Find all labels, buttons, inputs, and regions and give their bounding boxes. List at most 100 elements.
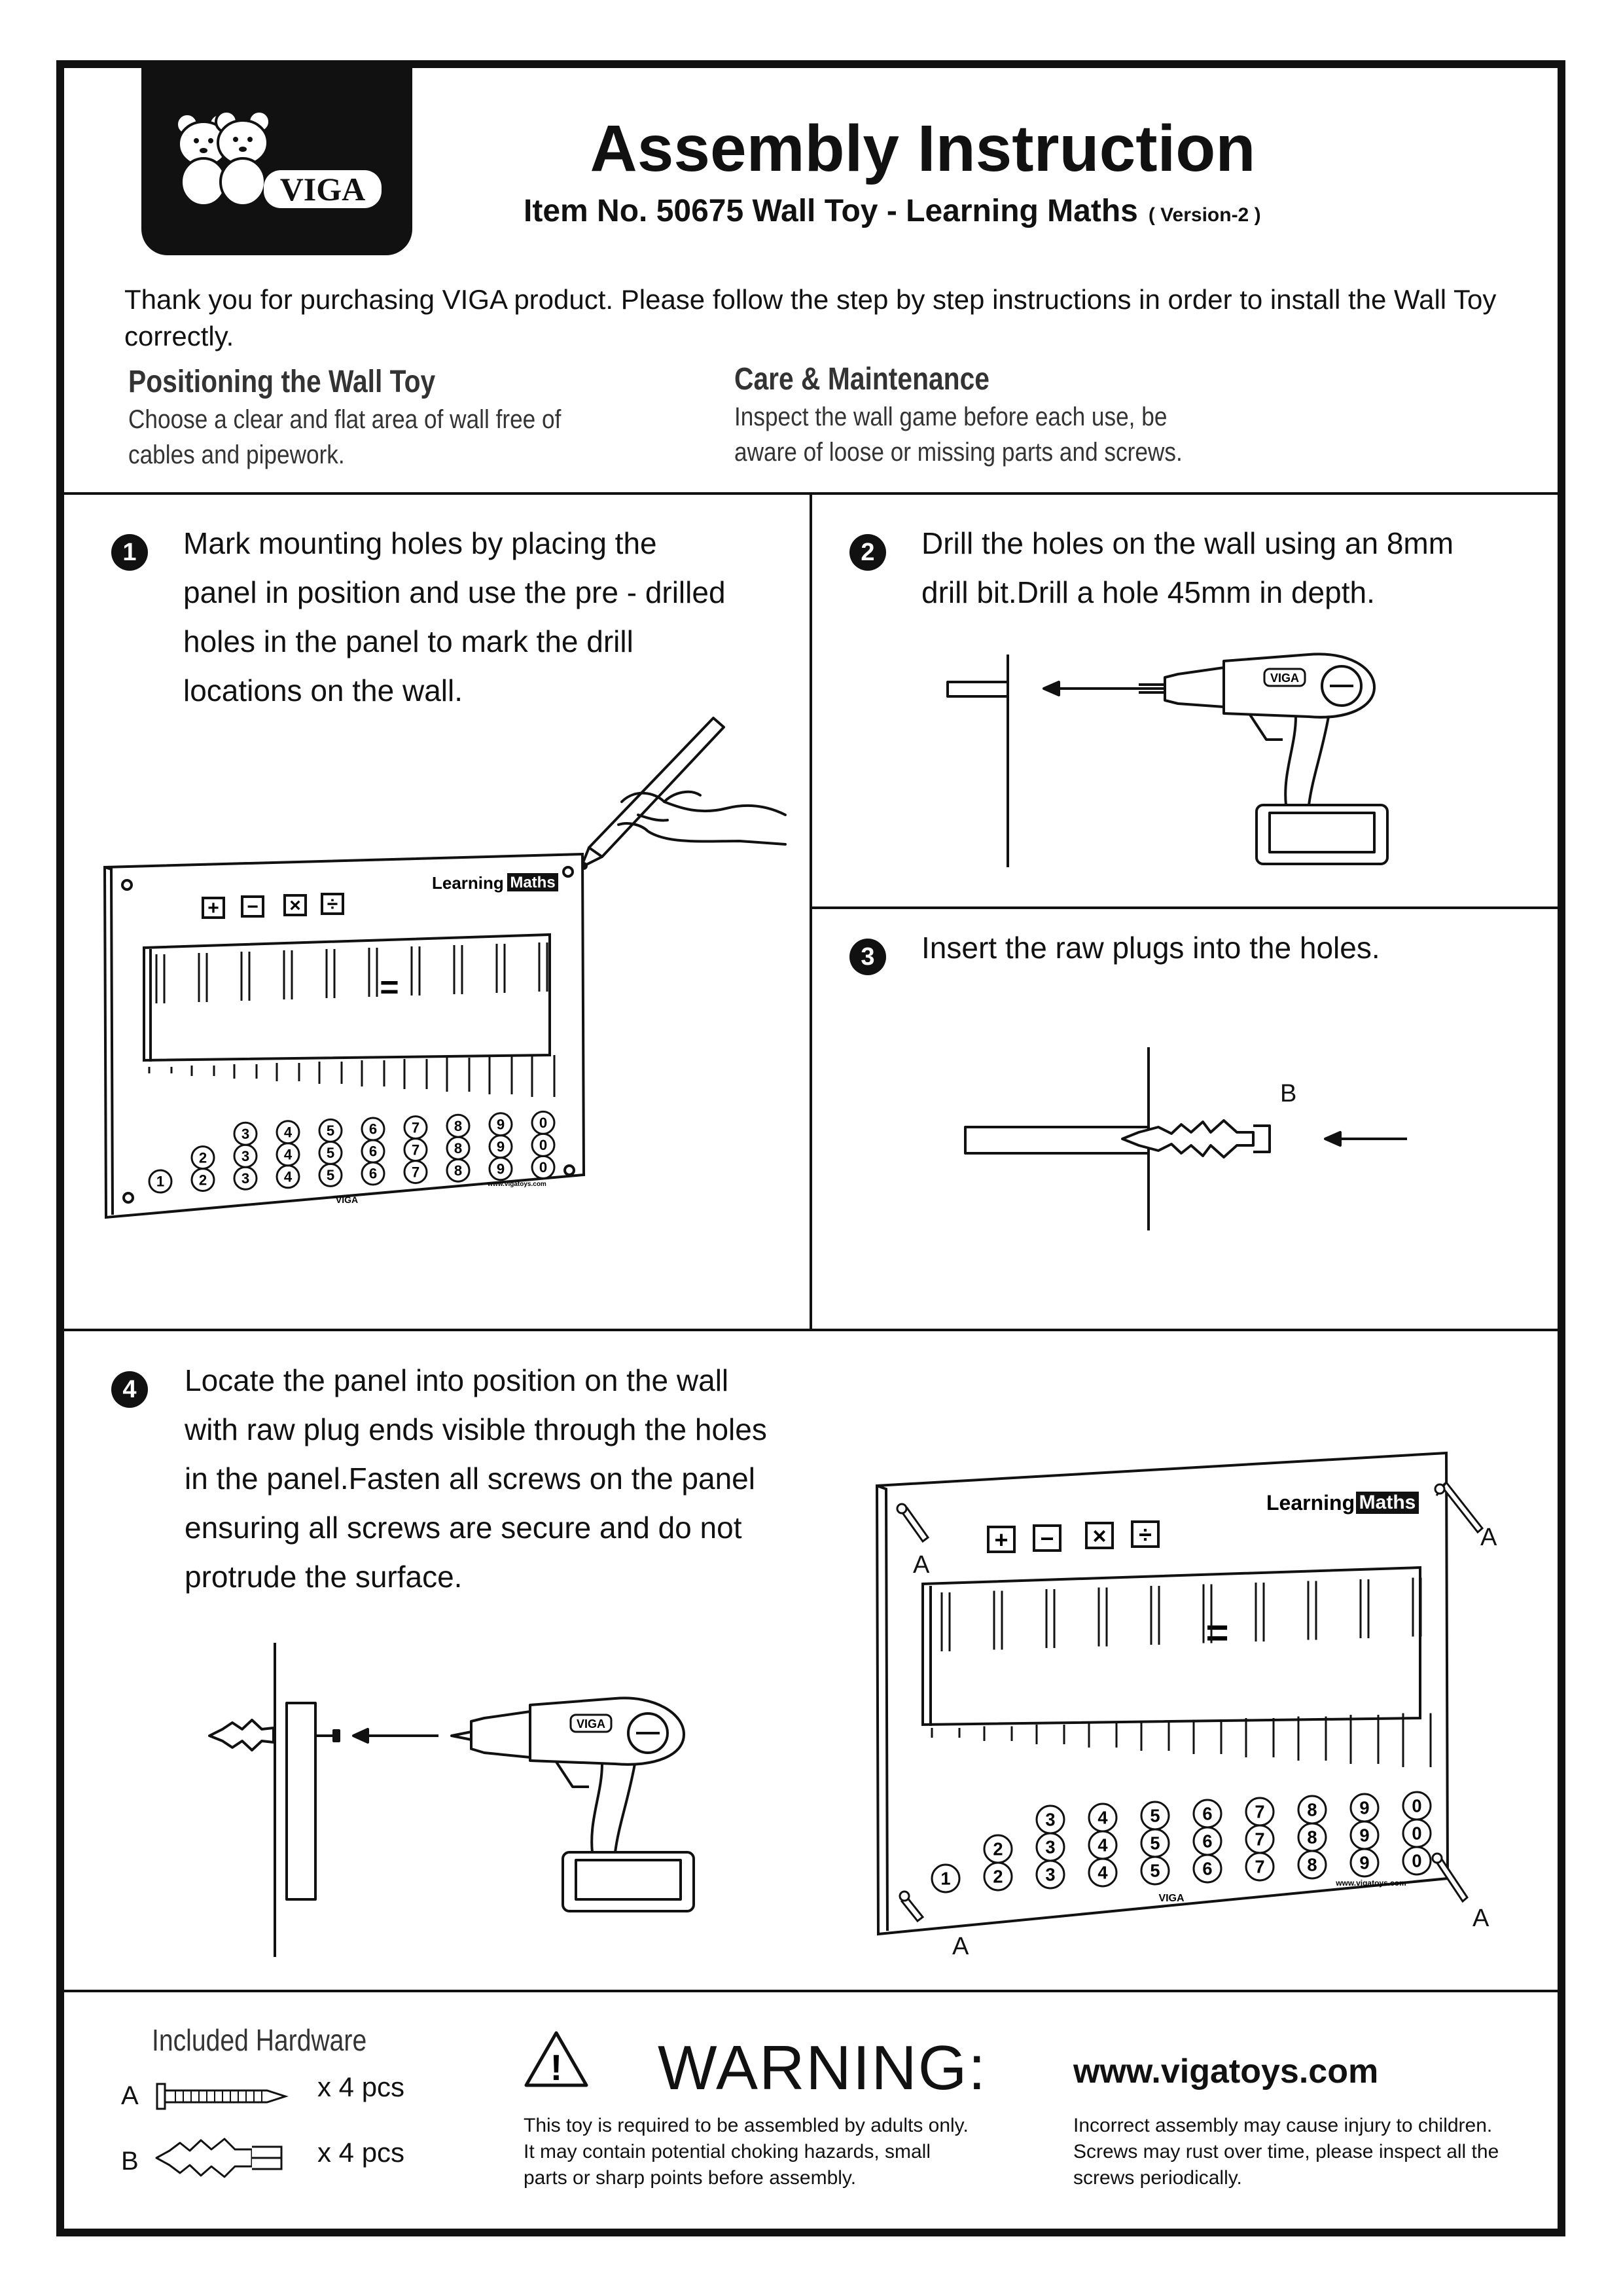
op-minus-4: −	[1040, 1525, 1054, 1552]
bead-digit: 0	[1412, 1795, 1421, 1816]
positioning-heading: Positioning the Wall Toy	[128, 365, 436, 399]
bead-rod	[531, 1055, 556, 1097]
page-frame	[56, 60, 1565, 2236]
bead-digit: 9	[1359, 1797, 1369, 1818]
step-3-line: Insert the raw plugs into the holes.	[921, 931, 1380, 965]
bead[interactable]	[1297, 1795, 1327, 1825]
hardware-b-letter: B	[121, 2147, 139, 2176]
step-4-line: in the panel.Fasten all screws on the pa…	[185, 1462, 755, 1496]
bead-digit: 6	[1202, 1831, 1212, 1851]
operator-tiles-4: + − × ÷	[987, 1520, 1160, 1553]
bead[interactable]	[403, 1115, 428, 1140]
website-url[interactable]: www.vigatoys.com	[1073, 2053, 1379, 2090]
bead-rod	[1349, 1715, 1380, 1764]
slot	[538, 942, 548, 992]
bead-digit: 0	[539, 1137, 547, 1153]
bead[interactable]	[1349, 1793, 1380, 1823]
slot	[368, 948, 378, 997]
item-subtitle: Item No. 50675 Wall Toy - Learning Maths…	[524, 193, 1261, 229]
bead[interactable]	[190, 1145, 215, 1170]
bead-rod	[983, 1726, 1013, 1741]
bead-rod	[1192, 1719, 1222, 1754]
bead-rod	[148, 1067, 173, 1073]
slot	[453, 945, 463, 994]
bead-digit: 7	[1255, 1856, 1264, 1876]
website-line: Incorrect assembly may cause injury to c…	[1073, 2115, 1493, 2136]
bead[interactable]	[1140, 1801, 1170, 1831]
bead-digit: 2	[199, 1172, 207, 1188]
bead-digit: 5	[1150, 1833, 1160, 1853]
slot	[1307, 1581, 1317, 1640]
bead[interactable]	[1192, 1799, 1222, 1829]
panel-learning-label: Learning	[432, 873, 504, 893]
bead-digit: 6	[369, 1166, 377, 1182]
step-4-text: Locate the panel into position on the wa…	[185, 1356, 767, 1602]
screw-a-icon	[156, 2083, 289, 2110]
bead-rod	[361, 1060, 385, 1086]
step-2-number: 2	[849, 534, 886, 571]
bead[interactable]	[983, 1834, 1013, 1864]
slot	[993, 1590, 1003, 1650]
bead-rod	[190, 1066, 215, 1076]
slot	[1097, 1587, 1108, 1647]
bead-digit: 7	[412, 1141, 419, 1158]
drill-brand-label-4: VIGA	[577, 1717, 605, 1731]
bead-rod	[1297, 1716, 1327, 1761]
bead-digit: 9	[497, 1138, 505, 1155]
bead-digit: 4	[1097, 1862, 1108, 1882]
bead[interactable]	[276, 1120, 300, 1145]
bead[interactable]	[148, 1169, 173, 1194]
care-line-1: Inspect the wall game before each use, b…	[734, 403, 1168, 431]
bead-digit: 3	[241, 1126, 249, 1142]
panel-equals-sign: =	[380, 969, 399, 1005]
slot	[198, 953, 208, 1002]
hardware-title: Included Hardware	[152, 2023, 367, 2057]
bead[interactable]	[488, 1112, 513, 1137]
panel-maths-label: Maths	[510, 874, 555, 891]
op-divide-4: ÷	[1139, 1521, 1152, 1548]
slot	[325, 949, 336, 998]
step-1-line: holes in the panel to mark the drill	[183, 624, 633, 658]
bead-digit: 0	[539, 1115, 547, 1131]
slot	[1255, 1583, 1265, 1641]
website-text: Incorrect assembly may cause injury to c…	[1073, 2113, 1499, 2191]
bead-digit: 2	[199, 1149, 207, 1166]
step-4-line: ensuring all screws are secure and do no…	[185, 1511, 742, 1545]
bead-digit: 9	[497, 1116, 505, 1132]
bead-rod	[1402, 1713, 1432, 1767]
label-b-step-3: B	[1280, 1080, 1297, 1107]
step-4-line: with raw plug ends visible through the h…	[185, 1412, 767, 1446]
slot	[1412, 1577, 1422, 1637]
step-3-text: Insert the raw plugs into the holes.	[921, 924, 1380, 973]
bead[interactable]	[1035, 1804, 1065, 1835]
bead[interactable]	[931, 1863, 961, 1893]
panel-website-label-4: www.vigatoys.com	[1335, 1878, 1406, 1888]
bead-digit: 4	[284, 1168, 293, 1185]
bead-digit: 8	[454, 1140, 462, 1157]
divider-step2-3	[810, 906, 1561, 909]
bead-digit: 0	[1412, 1823, 1421, 1843]
bead-digit: 1	[940, 1868, 950, 1888]
step-1-text: Mark mounting holes by placing the panel…	[183, 519, 726, 715]
bead-rod	[1140, 1721, 1170, 1751]
bead[interactable]	[1245, 1797, 1275, 1827]
bead[interactable]	[318, 1118, 343, 1143]
item-number: Item No. 50675 Wall Toy - Learning Maths	[524, 194, 1138, 228]
op-times: ×	[289, 895, 301, 916]
bead[interactable]	[233, 1121, 258, 1146]
bead[interactable]	[1088, 1803, 1118, 1833]
bead[interactable]	[361, 1117, 385, 1141]
bead-digit: 8	[454, 1118, 462, 1134]
bead[interactable]	[446, 1113, 471, 1138]
warning-line: This toy is required to be assembled by …	[524, 2115, 969, 2136]
bead-digit: 5	[1150, 1805, 1160, 1825]
bead-digit: 0	[539, 1159, 547, 1175]
bead[interactable]	[1402, 1791, 1432, 1821]
bead-digit: 3	[1045, 1837, 1055, 1857]
bead[interactable]	[531, 1110, 556, 1135]
slot	[1045, 1589, 1056, 1648]
